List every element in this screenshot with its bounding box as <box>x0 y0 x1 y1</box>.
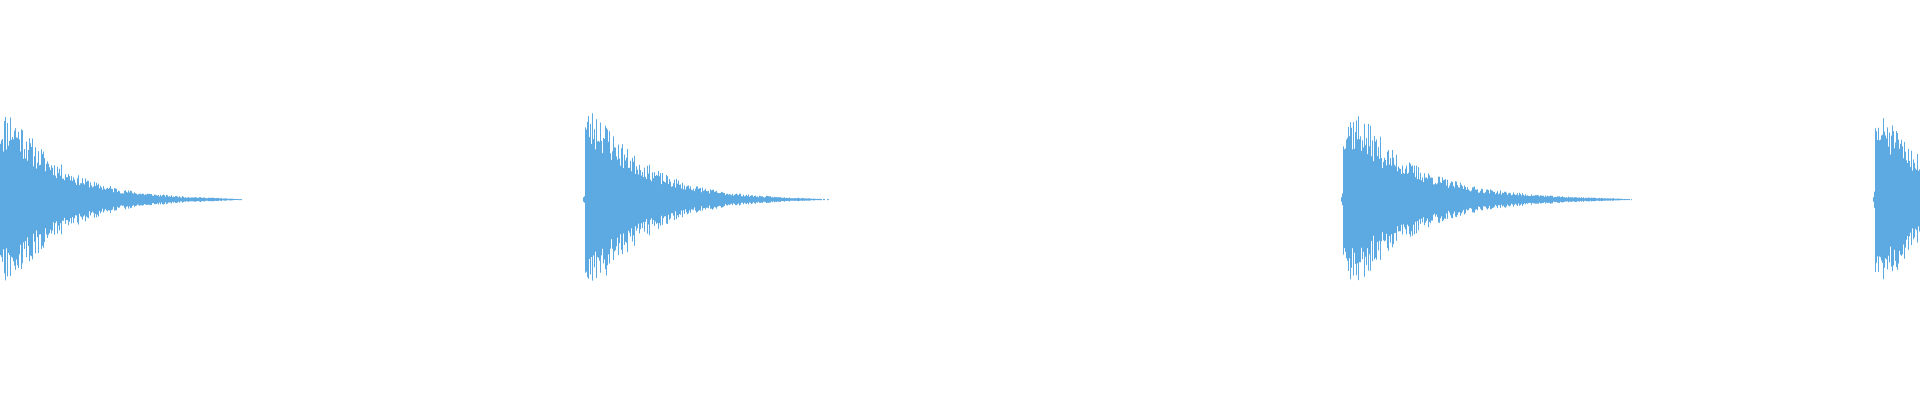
waveform-samples <box>0 113 1920 281</box>
